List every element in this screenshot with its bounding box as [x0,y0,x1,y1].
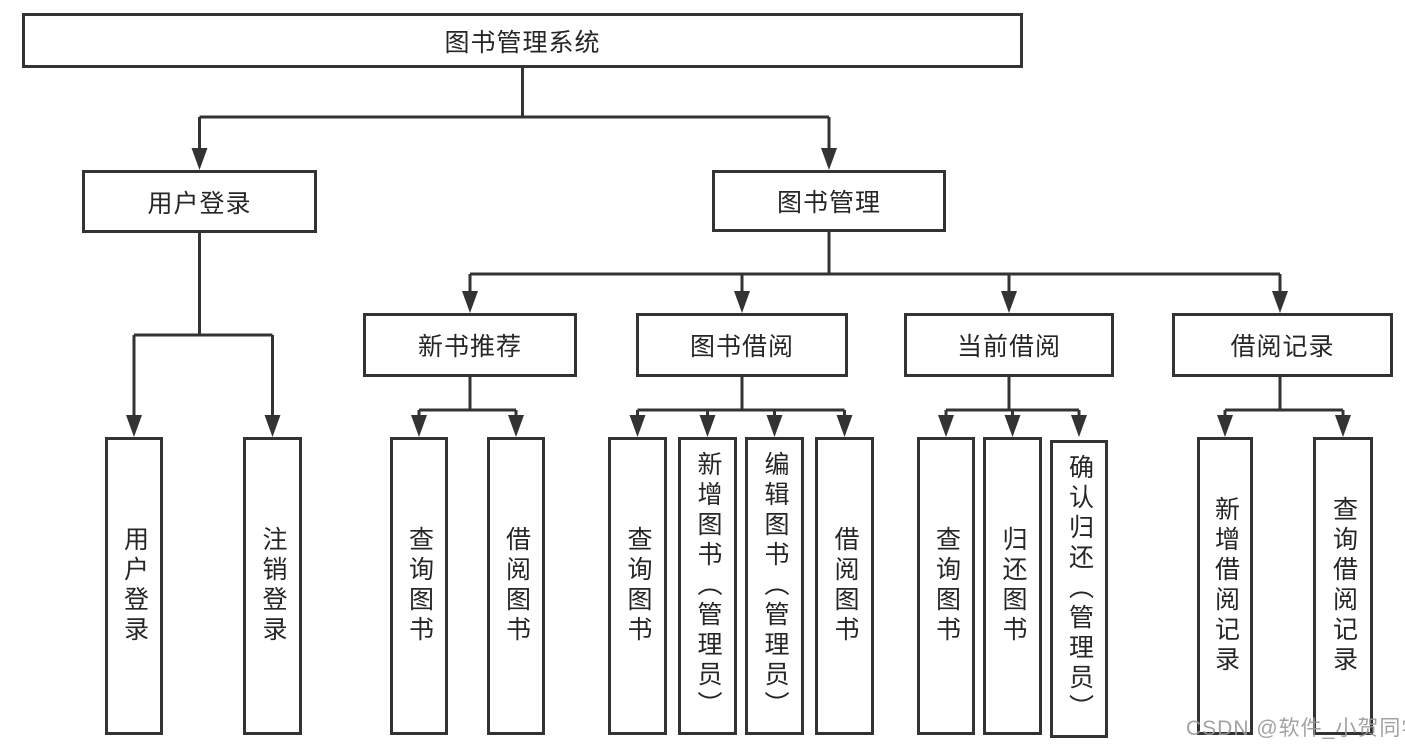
leaf-borrow-books-borrowing: 借阅图书 [815,437,874,735]
leaf-logout-label: 注销登录 [259,526,287,646]
node-book-borrowing-label: 图书借阅 [689,333,794,361]
leaf-user-login: 用户登录 [105,437,163,735]
leaf-return-books: 归还图书 [983,437,1042,735]
leaf-logout: 注销登录 [243,437,302,735]
node-borrowing-records-label: 借阅记录 [1230,333,1335,361]
leaf-edit-book-admin-label: 编辑图书（管理员） [761,451,789,721]
leaf-add-borrow-record: 新增借阅记录 [1197,437,1253,735]
leaf-query-books-recommend-label: 查询图书 [405,526,434,646]
leaf-add-book-admin-label: 新增图书（管理员） [694,451,722,721]
node-root-label: 图书管理系统 [444,28,601,57]
node-root: 图书管理系统 [22,13,1023,68]
node-book-borrowing: 图书借阅 [636,313,848,377]
leaf-add-book-admin: 新增图书（管理员） [678,437,737,735]
leaf-query-borrow-record-label: 查询借阅记录 [1329,496,1358,676]
node-borrowing-records: 借阅记录 [1172,313,1393,377]
leaf-query-books-borrowing-label: 查询图书 [624,526,652,646]
leaf-user-login-label: 用户登录 [120,526,149,646]
leaf-confirm-return-admin: 确认归还（管理员） [1050,440,1108,738]
leaf-query-books-borrowing: 查询图书 [608,437,667,735]
node-new-book-recommendation: 新书推荐 [363,313,577,377]
node-new-book-recommendation-label: 新书推荐 [417,333,522,361]
leaf-add-borrow-record-label: 新增借阅记录 [1211,496,1240,676]
leaf-borrow-books-recommend-label: 借阅图书 [502,526,531,646]
leaf-borrow-books-recommend: 借阅图书 [487,437,545,735]
node-book-management-label: 图书管理 [776,189,881,217]
leaf-query-books-recommend: 查询图书 [390,437,448,735]
leaf-query-borrow-record: 查询借阅记录 [1313,437,1373,735]
node-book-management: 图书管理 [712,170,946,232]
node-user-login-label: 用户登录 [147,189,252,218]
leaf-query-books-current: 查询图书 [917,437,975,735]
leaf-query-books-current-label: 查询图书 [932,526,961,646]
node-current-borrowing-label: 当前借阅 [956,333,1061,361]
leaf-edit-book-admin: 编辑图书（管理员） [745,437,804,735]
leaf-return-books-label: 归还图书 [999,526,1027,646]
leaf-confirm-return-admin-label: 确认归还（管理员） [1065,454,1094,724]
node-current-borrowing: 当前借阅 [904,313,1114,377]
leaf-borrow-books-borrowing-label: 借阅图书 [831,526,859,646]
node-user-login: 用户登录 [82,170,317,233]
watermark: CSDN @软件_小贺同学 [1186,717,1405,740]
